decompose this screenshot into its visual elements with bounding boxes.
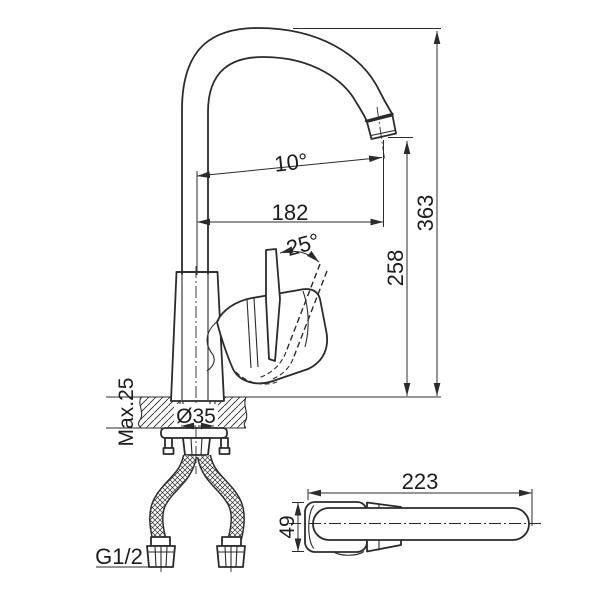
cartridge-cap-line [253, 297, 259, 368]
label-thread-size: G1/2 [95, 544, 170, 569]
top-view-body-tab [332, 551, 365, 556]
supply-hose-left [149, 454, 198, 540]
mounting-stud-right [218, 437, 231, 455]
spout-inner-curve [207, 56, 368, 275]
shank-nut-facet [200, 437, 203, 456]
spout-joint-line [364, 112, 394, 123]
hole-diameter-label: Ø35 [176, 405, 216, 428]
handle-angle-label: 25° [284, 228, 323, 261]
dim-handle-angle: 25° [279, 228, 323, 263]
spout-nozzle [366, 114, 397, 140]
width-label: 49 [276, 515, 299, 538]
dim-width: 49 [276, 502, 304, 552]
top-view-body-inner-arc [308, 505, 315, 549]
supply-hose-right [196, 454, 245, 540]
shank-nut-facet [190, 437, 193, 456]
dim-spout-height: 258 [383, 137, 413, 396]
label-halo [174, 404, 218, 427]
countertop-hatch-right [215, 397, 247, 428]
faucet-body [170, 271, 225, 402]
dim-spout-reach: 182 [197, 200, 384, 226]
shank-nut [182, 437, 211, 456]
cartridge-cap-line [246, 298, 252, 369]
countertop-break-right [243, 396, 248, 429]
countertop-section [106, 396, 441, 429]
dim-spout-angle: 10° [196, 140, 384, 275]
spout-reach-label: 182 [272, 200, 309, 225]
thread-size-label: G1/2 [95, 544, 143, 569]
hose-collar-right [221, 536, 242, 547]
faucet-lever [265, 248, 281, 362]
dim-total-height: 363 [293, 28, 441, 396]
spout-outer-curve [181, 27, 394, 275]
mounting-flange [160, 427, 228, 439]
supply-hoses [146, 454, 246, 575]
front-view: 25° 10° 182 258 363 Max.25 [95, 27, 441, 575]
dim-length: 223 [307, 469, 533, 526]
top-view-handle [312, 507, 530, 541]
countertop-break-left [137, 396, 143, 429]
faucet-handle-assembly [206, 248, 328, 385]
spout-height-label: 258 [383, 250, 408, 287]
hose-fitting-left [146, 545, 176, 568]
spout-angle-label: 10° [273, 148, 309, 176]
dim-counter-thickness: Max.25 [115, 378, 138, 447]
counter-thickness-label: Max.25 [115, 378, 138, 447]
label-hole-diameter: Ø35 [174, 404, 218, 430]
countertop-hatch-left [138, 397, 180, 428]
top-view: 223 49 [276, 469, 543, 556]
lever-rotated-dashed [235, 263, 328, 385]
body-column [170, 271, 225, 402]
body-scurve-detail [206, 319, 220, 372]
length-label: 223 [402, 469, 439, 494]
hose-collar-left [150, 536, 171, 547]
total-height-label: 363 [413, 195, 438, 232]
mounting-stud-left [162, 437, 175, 455]
nozzle-aerator-line [370, 129, 395, 137]
hose-fitting-right [216, 545, 246, 568]
